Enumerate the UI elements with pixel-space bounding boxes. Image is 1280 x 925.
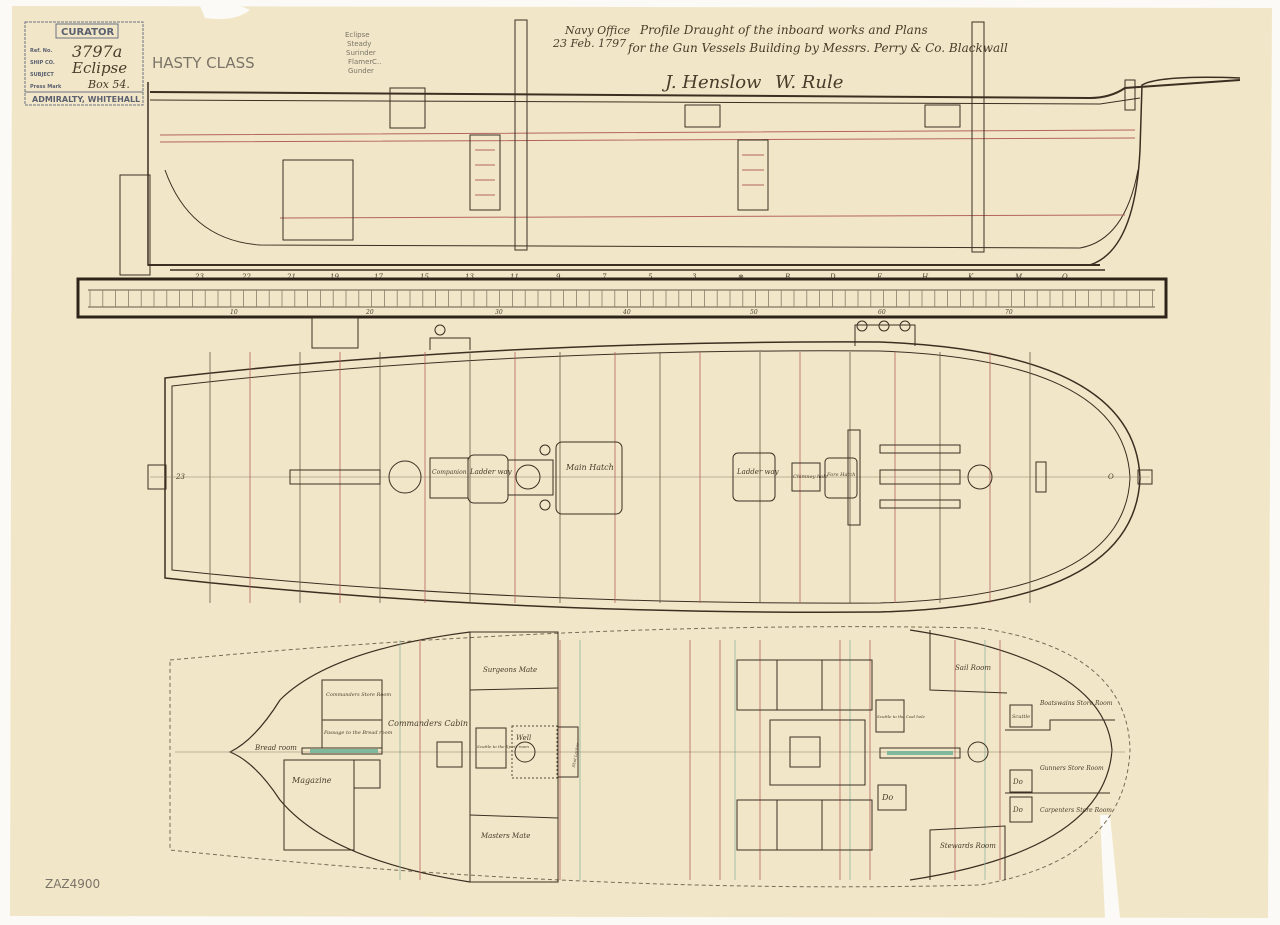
svg-text:23 Feb. 1797: 23 Feb. 1797 bbox=[552, 37, 626, 50]
drawing-title: Profile Draught of the inboard works and… bbox=[639, 23, 928, 37]
svg-text:O: O bbox=[1062, 273, 1068, 281]
svg-text:50: 50 bbox=[750, 309, 758, 316]
svg-text:Scuttle: Scuttle bbox=[1012, 714, 1030, 720]
svg-text:Do: Do bbox=[1012, 806, 1023, 814]
svg-text:Bread room: Bread room bbox=[254, 744, 297, 752]
svg-text:Do: Do bbox=[881, 793, 893, 802]
svg-text:C..: C.. bbox=[372, 58, 381, 66]
svg-text:B: B bbox=[784, 273, 790, 281]
svg-text:21: 21 bbox=[286, 273, 296, 281]
drawing-subtitle: for the Gun Vessels Building by Messrs. … bbox=[627, 41, 1008, 55]
signature: W. Rule bbox=[775, 72, 843, 93]
svg-text:Do: Do bbox=[1012, 778, 1023, 786]
svg-text:70: 70 bbox=[1005, 309, 1013, 316]
svg-text:23: 23 bbox=[194, 273, 204, 281]
archive-id: ZAZ4900 bbox=[45, 877, 100, 891]
class-note: HASTY CLASS bbox=[152, 54, 255, 72]
upper-deck-labels: 23 O Companion Ladder way Main Hatch Lad… bbox=[175, 463, 1114, 481]
stamp-ship-name: Eclipse bbox=[71, 59, 127, 77]
profile-station-labels: 23 22 21 19 17 15 13 11 9 7 5 3 ⊗ B D F … bbox=[194, 273, 1068, 281]
svg-text:Well: Well bbox=[516, 734, 531, 742]
svg-text:Surinder: Surinder bbox=[346, 49, 376, 57]
stamp-press-mark: Box 54. bbox=[87, 78, 130, 91]
svg-text:Ladder way: Ladder way bbox=[736, 468, 780, 476]
svg-text:Gunners Store Room: Gunners Store Room bbox=[1040, 765, 1104, 772]
svg-text:O: O bbox=[1108, 473, 1114, 481]
svg-text:Fore Hatch: Fore Hatch bbox=[826, 472, 856, 478]
lower-deck-plan bbox=[169, 626, 1131, 888]
svg-text:15: 15 bbox=[420, 273, 429, 281]
svg-text:Press Mark: Press Mark bbox=[30, 84, 62, 90]
svg-text:F: F bbox=[876, 273, 883, 281]
svg-text:11: 11 bbox=[510, 273, 519, 281]
svg-text:Ladder way: Ladder way bbox=[469, 468, 513, 476]
scale-bar bbox=[76, 277, 1168, 319]
svg-text:Carpenters Store Room: Carpenters Store Room bbox=[1040, 807, 1112, 814]
svg-text:20: 20 bbox=[365, 309, 374, 316]
svg-text:Gunder: Gunder bbox=[348, 67, 374, 75]
svg-text:7: 7 bbox=[602, 273, 607, 281]
svg-text:Shot Locker: Shot Locker bbox=[571, 742, 580, 768]
svg-text:SUBJECT: SUBJECT bbox=[30, 72, 54, 78]
paper-sheet bbox=[10, 6, 1272, 918]
svg-text:Passage to the Bread room: Passage to the Bread room bbox=[323, 730, 393, 736]
svg-text:Steady: Steady bbox=[347, 40, 371, 48]
svg-text:SHIP CO.: SHIP CO. bbox=[30, 60, 55, 66]
svg-text:Flamer: Flamer bbox=[348, 58, 372, 66]
svg-text:Eclipse: Eclipse bbox=[345, 31, 370, 39]
svg-text:19: 19 bbox=[330, 273, 339, 281]
svg-text:Chimney hole: Chimney hole bbox=[793, 474, 828, 480]
signature: J. Henslow bbox=[661, 72, 762, 93]
scale-labels: 10 20 30 40 50 60 70 bbox=[230, 309, 1013, 316]
svg-text:K: K bbox=[967, 273, 974, 281]
lower-deck-labels: Bread room Magazine Commanders Store Roo… bbox=[254, 664, 1113, 850]
svg-text:Navy Office: Navy Office bbox=[564, 24, 631, 37]
svg-text:10: 10 bbox=[230, 309, 238, 316]
paper-tear bbox=[1100, 815, 1120, 918]
rudder-outline bbox=[311, 317, 359, 349]
svg-text:Magazine: Magazine bbox=[291, 776, 332, 785]
svg-text:13: 13 bbox=[465, 273, 474, 281]
svg-text:3: 3 bbox=[692, 273, 697, 281]
svg-text:Companion: Companion bbox=[432, 469, 467, 476]
svg-text:Stewards Room: Stewards Room bbox=[940, 842, 996, 850]
profile-view bbox=[119, 19, 1241, 276]
svg-text:Surgeons Mate: Surgeons Mate bbox=[483, 666, 537, 674]
stamp-reference: 3797a bbox=[72, 42, 122, 61]
stamp-footer: ADMIRALTY, WHITEHALL bbox=[32, 95, 140, 104]
svg-text:Main Hatch: Main Hatch bbox=[565, 463, 614, 472]
svg-text:D: D bbox=[829, 273, 836, 281]
svg-text:40: 40 bbox=[622, 309, 631, 316]
svg-text:Boatswains Store Room: Boatswains Store Room bbox=[1039, 700, 1113, 707]
svg-text:Scuttle to the Spirit room: Scuttle to the Spirit room bbox=[477, 744, 529, 749]
svg-text:Scuttle to the Coal hole: Scuttle to the Coal hole bbox=[877, 714, 925, 719]
svg-text:Commanders Cabin: Commanders Cabin bbox=[388, 719, 468, 728]
pencil-ship-list: Eclipse Steady Surinder Flamer Gunder C.… bbox=[345, 31, 381, 75]
svg-text:5: 5 bbox=[648, 273, 653, 281]
svg-text:Ref. No.: Ref. No. bbox=[30, 48, 52, 54]
svg-text:Masters Mate: Masters Mate bbox=[480, 832, 530, 840]
svg-text:30: 30 bbox=[495, 309, 503, 316]
svg-text:Sail Room: Sail Room bbox=[955, 664, 991, 672]
paper-tear bbox=[200, 3, 250, 19]
title-block: Navy Office 23 Feb. 1797 Profile Draught… bbox=[552, 23, 1008, 93]
svg-text:60: 60 bbox=[878, 309, 886, 316]
stamp-header: CURATOR bbox=[61, 27, 114, 38]
upper-deck-plan bbox=[147, 320, 1153, 613]
svg-text:9: 9 bbox=[556, 273, 561, 281]
svg-text:M: M bbox=[1014, 273, 1023, 281]
svg-text:22: 22 bbox=[241, 273, 251, 281]
svg-text:⊗: ⊗ bbox=[738, 273, 744, 281]
svg-text:H: H bbox=[921, 273, 929, 281]
svg-text:Commanders Store Room: Commanders Store Room bbox=[326, 692, 391, 698]
svg-text:17: 17 bbox=[374, 273, 383, 281]
curator-stamp: CURATOR Ref. No. SHIP CO. SUBJECT Press … bbox=[24, 21, 144, 106]
svg-text:23: 23 bbox=[175, 473, 185, 481]
